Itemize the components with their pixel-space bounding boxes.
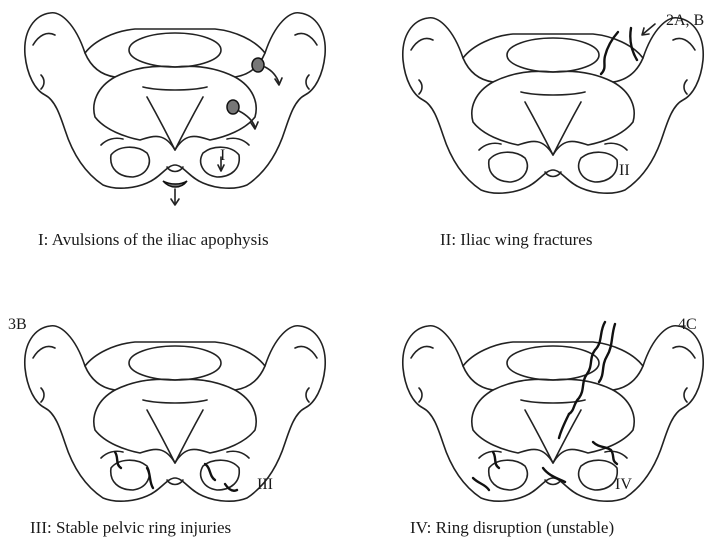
panel-type-iii: III [15,318,345,513]
panel-numeral: II [619,162,630,180]
panel-type-ii: II [393,10,714,205]
pelvis-diagram-stable-ring [15,318,345,513]
panel-type-i: I [15,5,345,200]
panel-tag: 4C [678,316,697,334]
panel-tag: 2A, B [666,12,704,30]
pelvis-diagram-avulsion [15,5,345,200]
panel-tag: 3B [8,316,27,334]
caption-type-ii: II: Iliac wing fractures [440,230,592,250]
panel-numeral: III [257,476,273,494]
panel-type-iv: IV [393,318,714,513]
caption-type-i: I: Avulsions of the iliac apophysis [38,230,269,250]
pelvis-diagram-ring-disruption [393,318,714,513]
panel-numeral: IV [615,476,632,494]
caption-type-iii: III: Stable pelvic ring injuries [30,518,231,538]
caption-type-iv: IV: Ring disruption (unstable) [410,518,614,538]
panel-numeral: I [220,147,225,165]
pelvis-diagram-wing-fracture [393,10,714,205]
